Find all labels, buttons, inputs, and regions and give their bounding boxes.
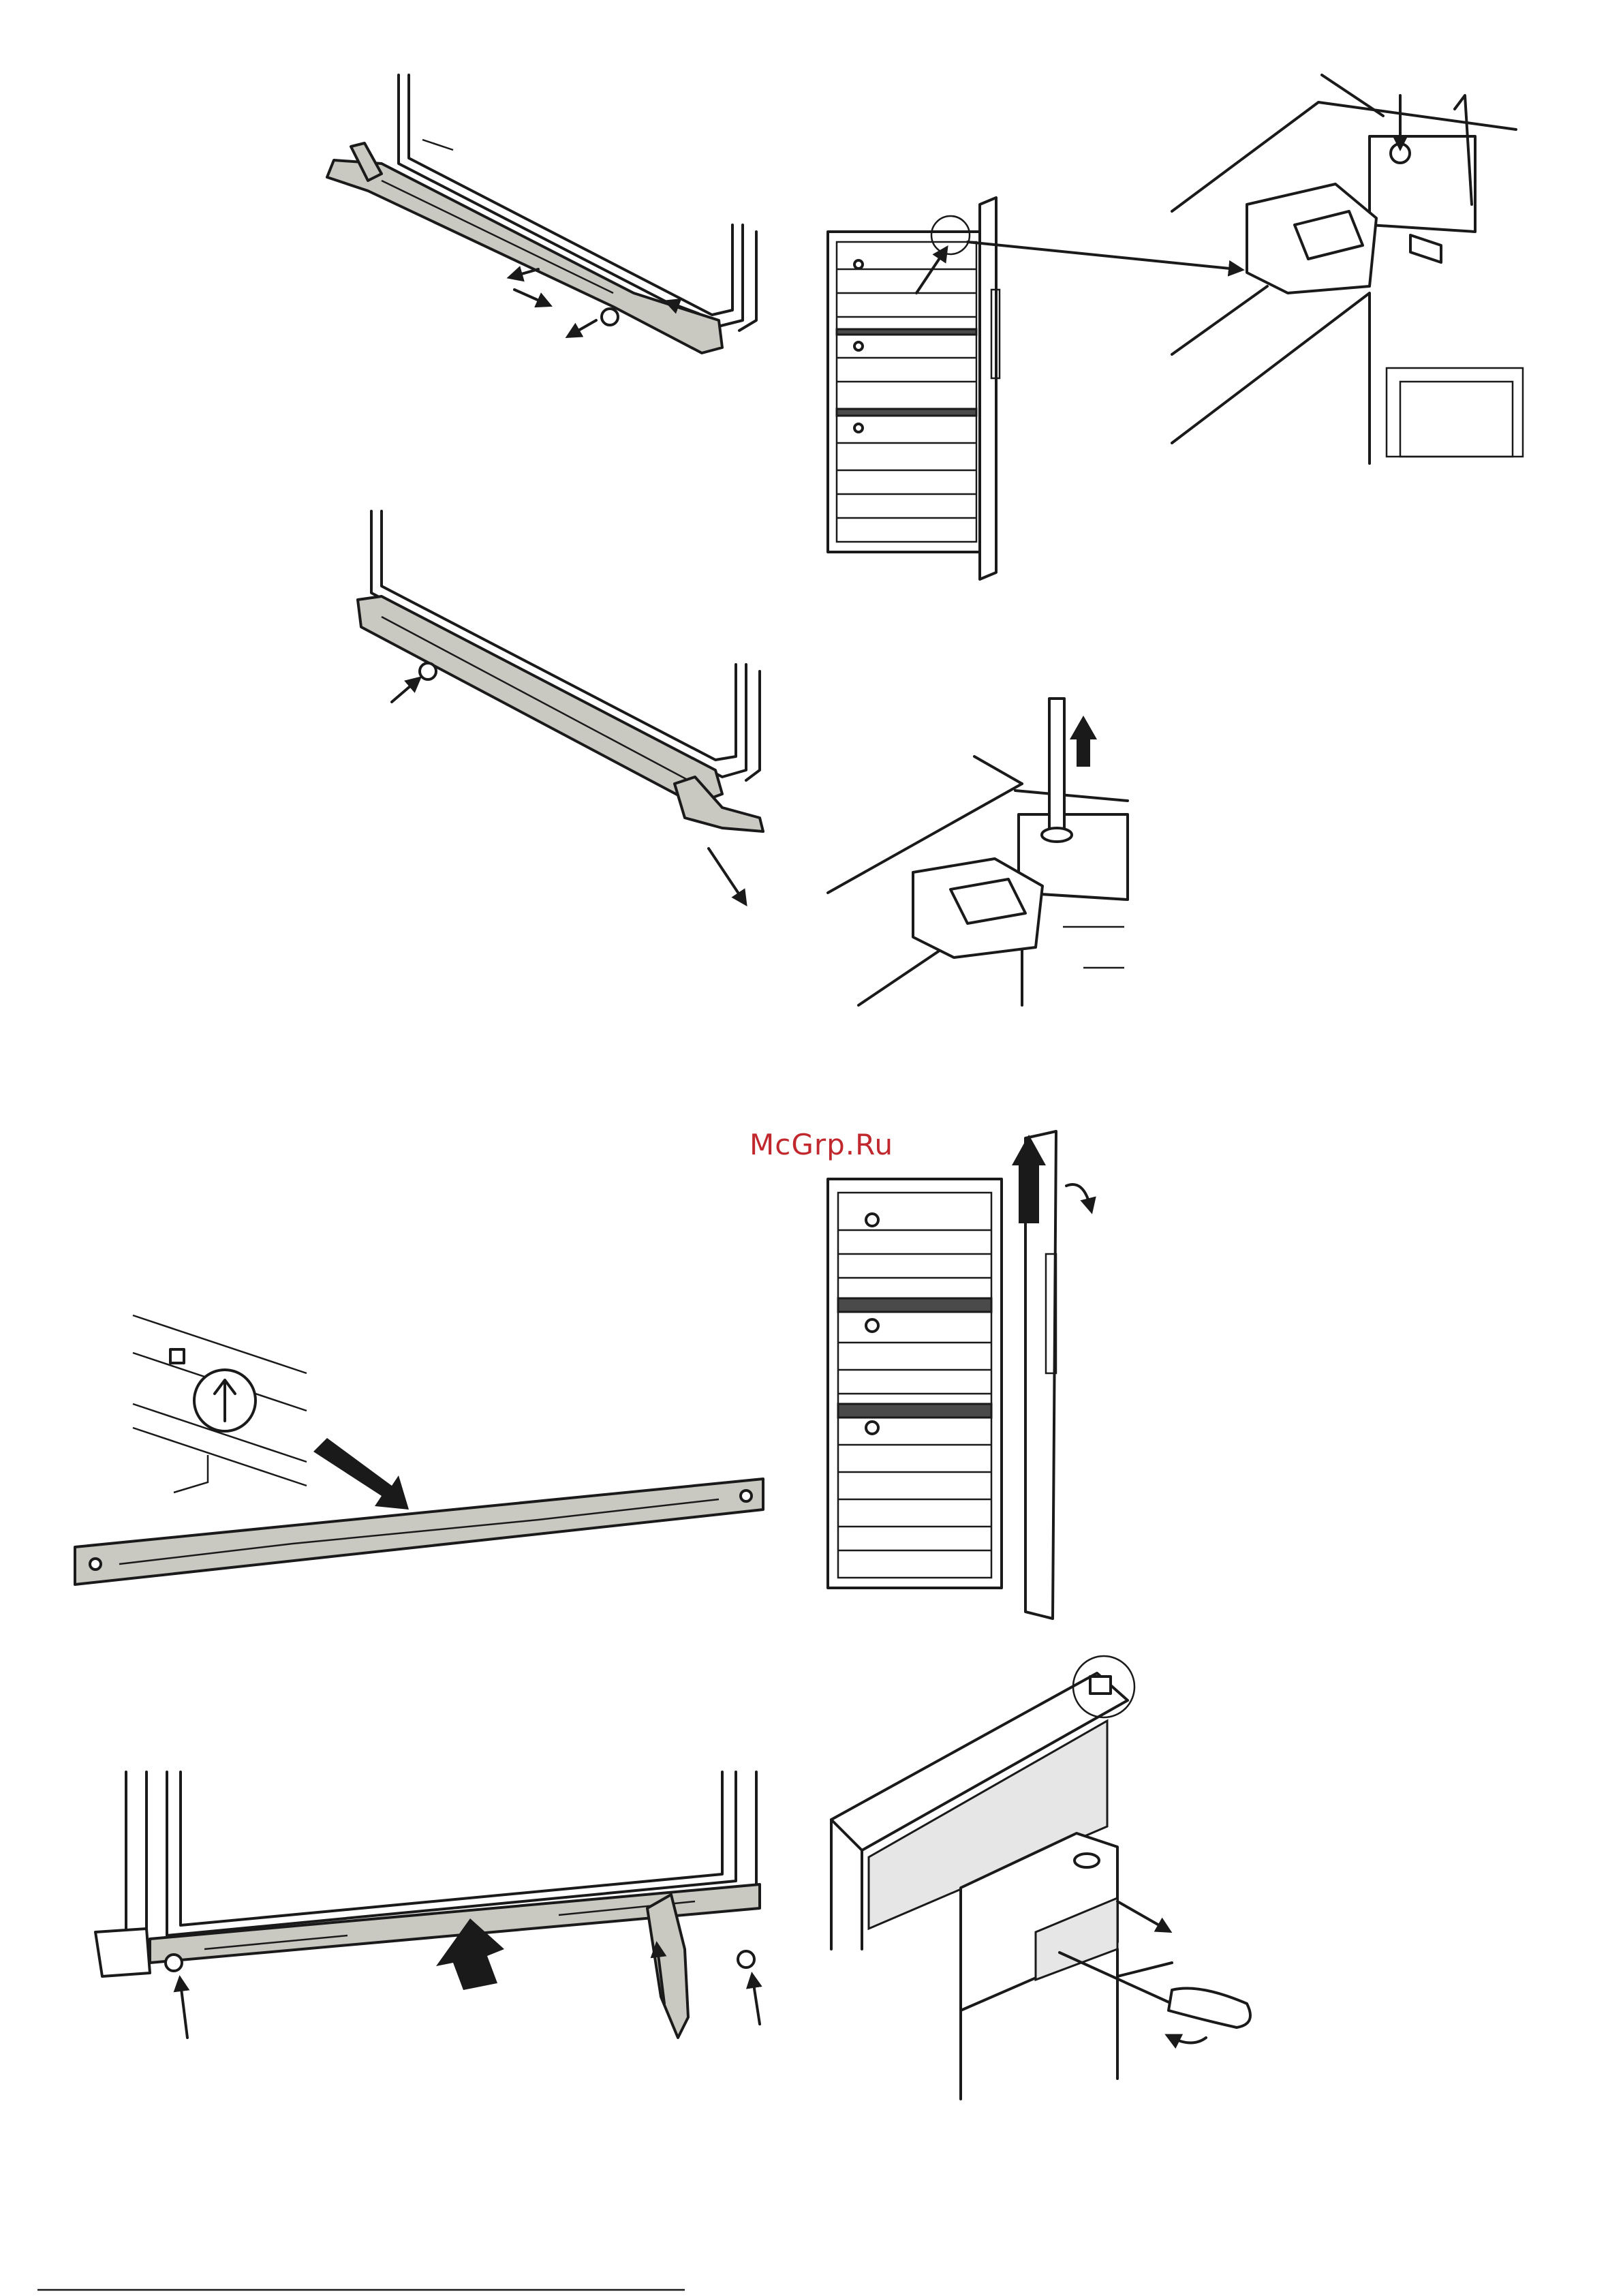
screw-hole — [741, 1490, 752, 1501]
screw-hole — [90, 1559, 101, 1570]
rail-icon — [327, 160, 722, 353]
arrow-icon — [1066, 1184, 1090, 1206]
screw-icon — [602, 309, 618, 325]
panel-remove-bottom-rail — [327, 75, 756, 353]
arrow-icon — [392, 682, 416, 702]
hinge-icon — [95, 1929, 150, 1976]
arrow-icon — [753, 1980, 760, 2024]
door-icon — [980, 198, 996, 579]
screw-icon — [1410, 235, 1441, 262]
screw-icon — [738, 1951, 754, 1968]
screw-icon — [420, 663, 436, 679]
arrow-icon — [1172, 2038, 1206, 2043]
panel-rail-orientation — [75, 1315, 763, 1585]
arrow-icon — [514, 269, 538, 276]
panel-refit-rail-screws — [95, 1772, 760, 2038]
panel-lift-door-off — [828, 1131, 1090, 1619]
callout-line — [968, 242, 1237, 269]
arrow-icon — [1117, 1901, 1165, 1929]
panel-cabinet-open-door — [828, 198, 1237, 579]
panel-lift-hinge-pin — [828, 699, 1128, 1005]
arrow-icon — [709, 848, 743, 900]
screwdriver-handle — [1169, 1989, 1250, 2028]
pin-icon — [1049, 699, 1064, 835]
arrow-icon — [572, 320, 596, 334]
cabinet-icon — [828, 232, 988, 552]
panel-remove-hinge-cover — [831, 1656, 1250, 2099]
arrow-icon — [313, 1438, 409, 1510]
hinge-bracket — [1370, 136, 1475, 232]
arrow-icon — [1070, 716, 1097, 767]
arrow-icon — [181, 1983, 187, 2038]
arrow-icon — [514, 290, 545, 303]
panel-slide-rail-out — [358, 511, 763, 900]
screw-icon — [166, 1955, 182, 1971]
pin-icon — [1391, 144, 1410, 163]
screwdriver-icon — [1060, 1953, 1172, 2004]
